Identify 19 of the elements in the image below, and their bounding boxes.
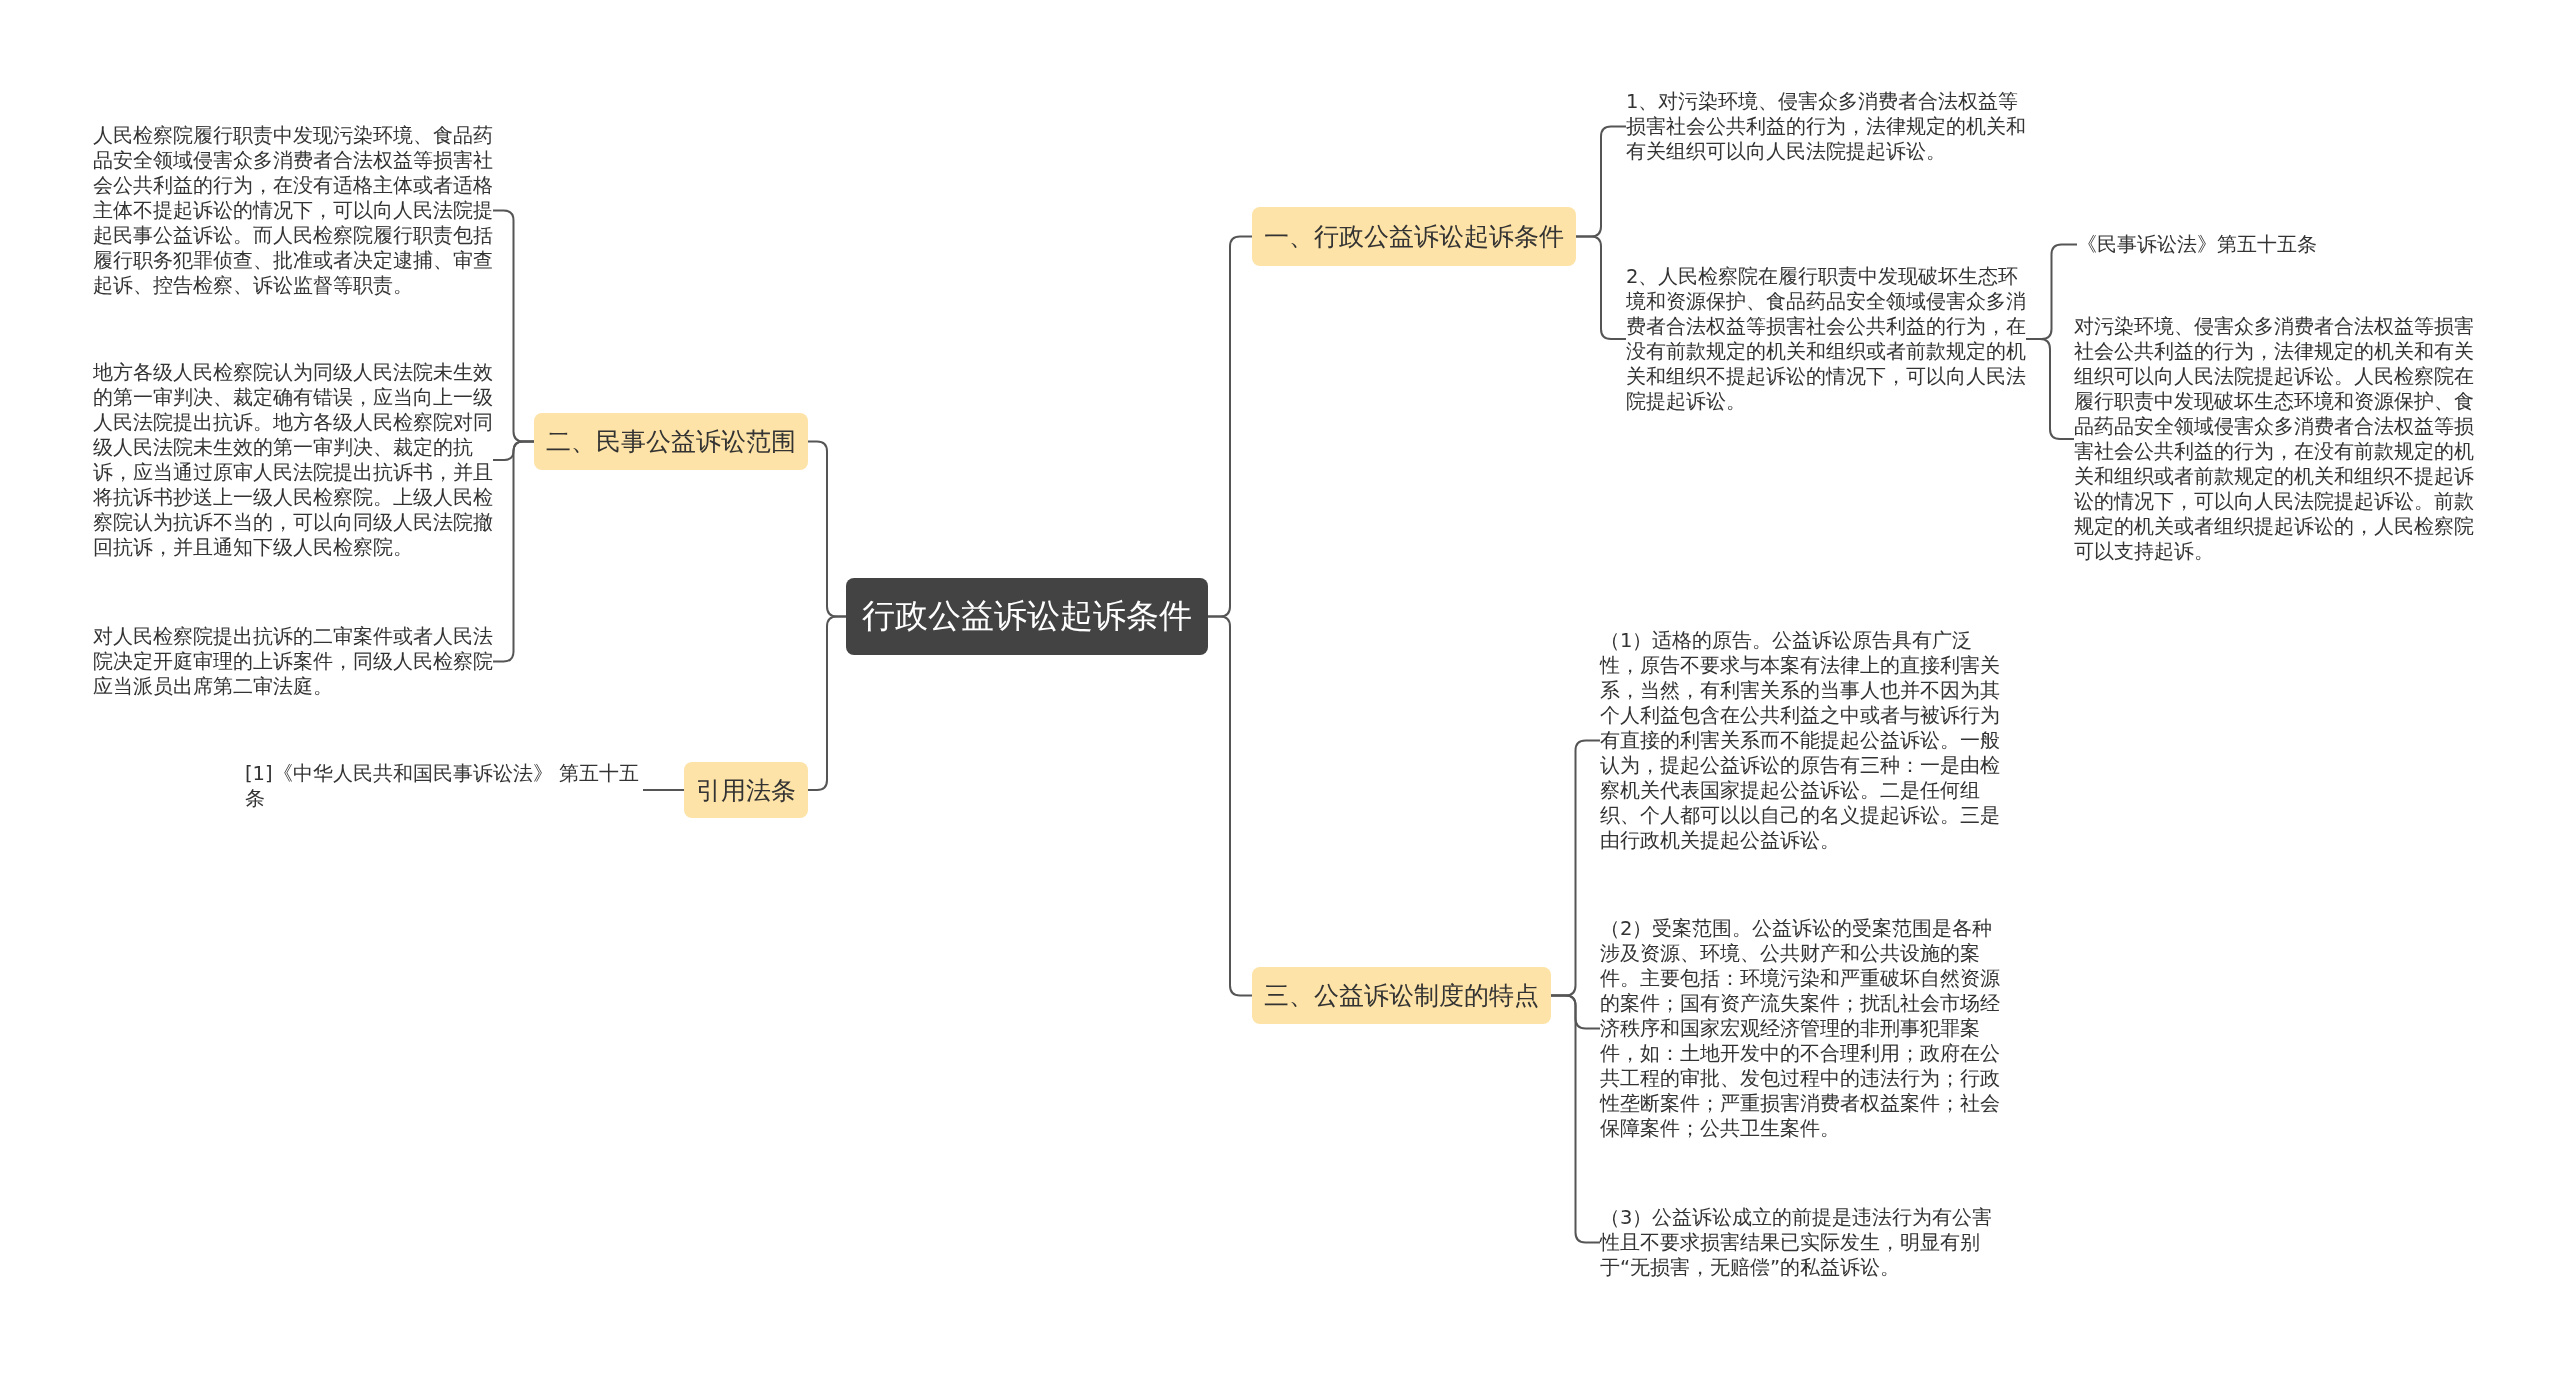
note-text: （1）适格的原告。公益诉讼原告具有广泛性，原告不要求与本案有法律上的直接利害关系，当然，有利害关系的当事人也并不因为其个人利益包含在公共利益之中或者与被诉行为有直接的利害关系而不能提起公益诉讼。一般认为，提起公益诉讼的原告有三种：一是由检察机关代表国家提起公益诉讼。二是任何组织、个人都可以以自己的名义提起诉讼。三是由行政机关提起公益诉讼。 bbox=[1600, 628, 2000, 853]
note-text: 人民检察院履行职责中发现污染环境、食品药品安全领域侵害众多消费者合法权益等损害社会公共利益的行为，在没有适格主体或者适格主体不提起诉讼的情况下，可以向人民法院提起民事公益诉讼。而人民检察院履行职责包括履行职务犯罪侦查、批准或者决定逮捕、审查起诉、控告检察、诉讼监督等职责。 bbox=[93, 123, 493, 298]
topic-box: 二、民事公益诉讼范围 bbox=[534, 413, 808, 470]
note-text: 2、人民检察院在履行职责中发现破坏生态环境和资源保护、食品药品安全领域侵害众多消费者合法权益等损害社会公共利益的行为，在没有前款规定的机关和组织或者前款规定的机关和组织不提起诉讼的情况下，可以向人民法院提起诉讼。 bbox=[1626, 264, 2026, 414]
note-text: （2）受案范围。公益诉讼的受案范围是各种涉及资源、环境、公共财产和公共设施的案件。主要包括：环境污染和严重破坏自然资源的案件；国有资产流失案件；扰乱社会市场经济秩序和国家宏观经济管理的非刑事犯罪案件，如：土地开发中的不合理利用；政府在公共工程的审批、发包过程中的违法行为；行政性垄断案件；严重损害消费者权益案件；社会保障案件；公共卫生案件。 bbox=[1600, 916, 2000, 1141]
note-text: （3）公益诉讼成立的前提是违法行为有公害性且不要求损害结果已实际发生，明显有别于“无损害，无赔偿”的私益诉讼。 bbox=[1600, 1205, 2000, 1280]
connector-line bbox=[807, 615, 847, 791]
central-topic-box: 行政公益诉讼起诉条件 bbox=[846, 578, 1208, 655]
note-text: 对人民检察院提出抗诉的二审案件或者人民法院决定开庭审理的上诉案件，同级人民检察院应当派员出席第二审法庭。 bbox=[93, 624, 493, 699]
topic-box: 一、行政公益诉讼起诉条件 bbox=[1252, 207, 1576, 266]
topic-box: 引用法条 bbox=[684, 762, 808, 818]
note-text: 对污染环境、侵害众多消费者合法权益等损害社会公共利益的行为，法律规定的机关和有关组织可以向人民法院提起诉讼。人民检察院在履行职责中发现破坏生态环境和资源保护、食品药品安全领域侵害众多消费者合法权益等损害社会公共利益的行为，在没有前款规定的机关和组织或者前款规定的机关和组织不提起诉讼的情况下，可以向人民法院提起诉讼。前款规定的机关或者组织提起诉讼的，人民检察院可以支持起诉。 bbox=[2074, 314, 2474, 564]
note-text: 《民事诉讼法》第五十五条 bbox=[2077, 232, 2317, 257]
note-text: 1、对污染环境、侵害众多消费者合法权益等损害社会公共利益的行为，法律规定的机关和有关组织可以向人民法院提起诉讼。 bbox=[1626, 89, 2026, 164]
connector-line bbox=[642, 789, 685, 791]
note-text: [1]《中华人民共和国民事诉讼法》 第五十五条 bbox=[245, 761, 643, 811]
note-text: 地方各级人民检察院认为同级人民法院未生效的第一审判决、裁定确有错误，应当向上一级人民法院提出抗诉。地方各级人民检察院对同级人民法院未生效的第一审判决、裁定的抗诉，应当通过原审人民法院提出抗诉书，并且将抗诉书抄送上一级人民检察院。上级人民检察院认为抗诉不当的，可以向同级人民法院撤回抗诉，并且通知下级人民检察院。 bbox=[93, 360, 493, 560]
topic-box: 三、公益诉讼制度的特点 bbox=[1252, 967, 1551, 1024]
connector-line bbox=[1207, 615, 1253, 997]
